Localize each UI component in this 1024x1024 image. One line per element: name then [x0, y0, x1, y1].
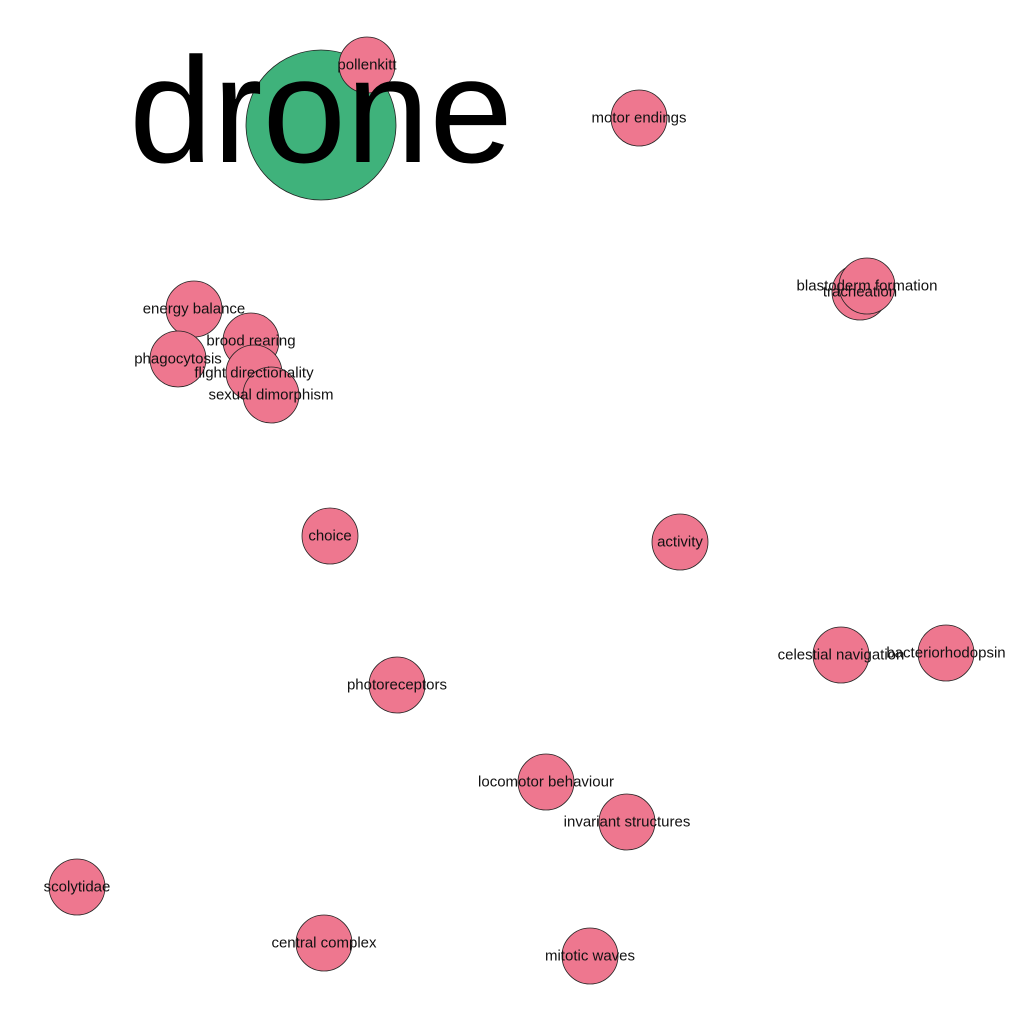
nodes-layer	[48, 36, 975, 985]
node-celestial-navigation-circle[interactable]	[812, 626, 870, 684]
node-bacteriorhodopsin-circle[interactable]	[917, 624, 975, 682]
node-bacteriorhodopsin-label: bacteriorhodopsin	[886, 645, 1005, 662]
node-activity-label: activity	[657, 534, 703, 551]
node-scolytidae-label: scolytidae	[44, 879, 111, 896]
node-photoreceptors-circle[interactable]	[368, 656, 426, 714]
node-locomotor-behaviour-label: locomotor behaviour	[478, 774, 614, 791]
node-energy-balance-label: energy balance	[143, 301, 246, 318]
node-brood-rearing-label: brood rearing	[206, 333, 295, 350]
node-central-complex-circle[interactable]	[295, 914, 353, 972]
node-choice-circle[interactable]	[301, 507, 359, 565]
node-choice-label: choice	[308, 528, 351, 545]
node-mitotic-waves-label: mitotic waves	[545, 948, 635, 965]
node-photoreceptors-label: photoreceptors	[347, 677, 447, 694]
node-locomotor-behaviour-circle[interactable]	[517, 753, 575, 811]
node-invariant-structures-label: invariant structures	[564, 814, 691, 831]
node-flight-directionality-label: flight directionality	[194, 365, 314, 382]
node-celestial-navigation-label: celestial navigation	[778, 647, 905, 664]
node-tracheation-label: tracheation	[823, 284, 897, 301]
node-blastoderm-formation-circle[interactable]	[838, 257, 896, 315]
node-drone-label: drone	[129, 26, 513, 194]
node-blastoderm-formation-label: blastoderm formation	[797, 278, 938, 295]
node-pollenkitt-circle[interactable]	[338, 36, 396, 94]
node-sexual-dimorphism-label: sexual dimorphism	[208, 387, 333, 404]
node-central-complex-label: central complex	[271, 935, 377, 952]
node-pollenkitt-label: pollenkitt	[337, 57, 397, 74]
node-phagocytosis-circle[interactable]	[149, 330, 207, 388]
node-motor-endings-circle[interactable]	[610, 89, 668, 147]
node-mitotic-waves-circle[interactable]	[561, 927, 619, 985]
node-activity-circle[interactable]	[651, 513, 709, 571]
node-invariant-structures-circle[interactable]	[598, 793, 656, 851]
node-motor-endings-label: motor endings	[591, 110, 686, 127]
node-phagocytosis-label: phagocytosis	[134, 351, 222, 368]
node-sexual-dimorphism-circle[interactable]	[242, 366, 300, 424]
node-scolytidae-circle[interactable]	[48, 858, 106, 916]
